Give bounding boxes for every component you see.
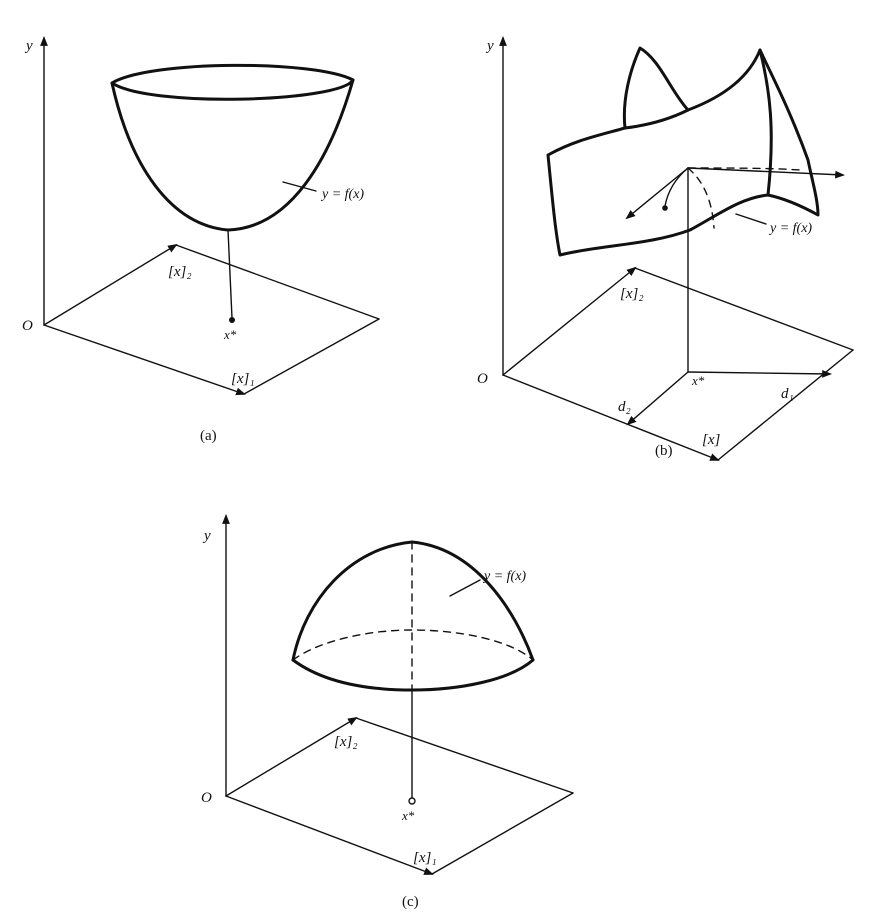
x1-axis-label: [x]₁ (413, 850, 437, 866)
plane-edge (431, 792, 574, 875)
surface-label: y = f(x) (768, 221, 812, 236)
x2-axis-label: [x]₂ (168, 264, 192, 280)
x2-axis (43, 243, 178, 326)
x1-axis-label: [x]₁ (231, 371, 255, 387)
plane-edge (634, 267, 854, 351)
d2-arrow (626, 371, 689, 426)
origin-label: O (201, 790, 212, 806)
plane-edge (355, 717, 574, 794)
saddle-fold (758, 48, 773, 197)
y-axis-label: y (202, 528, 211, 544)
surface-label: y = f(x) (482, 569, 526, 584)
saddle-fold (622, 46, 690, 130)
curve-end-point (662, 205, 668, 211)
x2-axis-label: [x]₂ (334, 734, 358, 750)
axis-through-saddle (625, 167, 689, 220)
origin-label: O (477, 371, 488, 387)
section-curve-dashed (687, 167, 801, 171)
x1-axis-label: [x] (702, 432, 720, 448)
axis-through-saddle (687, 167, 845, 179)
x2-axis (225, 716, 358, 797)
leader-line (282, 181, 317, 192)
d2-label: d₂ (618, 399, 631, 415)
drop-line (227, 229, 233, 319)
dome-base-back (292, 629, 534, 661)
x2-axis-label: [x]₂ (620, 286, 644, 302)
dome-base-front (291, 658, 535, 692)
d1-label: d₁ (781, 386, 794, 402)
x1-axis (502, 374, 720, 461)
panel-a: y = f(x) y O [x]₂ [x]₁ x* (a) (22, 36, 380, 444)
panel-b: y = f(x) y O [x]₂ [x] x* d₁ d₂ (b) (477, 36, 854, 461)
plane-edge (243, 318, 380, 395)
plane-edge (175, 244, 380, 320)
d1-arrow (687, 369, 832, 378)
bowl-side (110, 78, 355, 232)
plane-edge (717, 349, 854, 461)
maximum-label: x* (401, 808, 415, 823)
origin-label: O (22, 318, 33, 334)
x1-axis (225, 795, 434, 875)
y-axis-label: y (485, 38, 494, 54)
caption: (c) (402, 894, 419, 910)
x1-axis (43, 324, 246, 396)
caption: (a) (200, 428, 217, 444)
leader-line (449, 579, 481, 597)
surface-label: y = f(x) (320, 187, 364, 202)
panel-c: y = f(x) y O [x]₂ [x]₁ x* (c) (201, 514, 574, 910)
section-curve (664, 167, 689, 207)
saddle-point-label: x* (691, 373, 705, 388)
saddle-surface (546, 48, 820, 257)
x2-axis (502, 266, 637, 376)
section-curve-dashed (687, 167, 715, 229)
bowl-rim (110, 63, 355, 101)
y-axis-label: y (24, 38, 33, 54)
minimum-label: x* (223, 327, 237, 342)
maximum-point (408, 797, 416, 805)
caption: (b) (655, 443, 673, 459)
leader-line (735, 213, 767, 225)
minimum-point (229, 317, 235, 323)
